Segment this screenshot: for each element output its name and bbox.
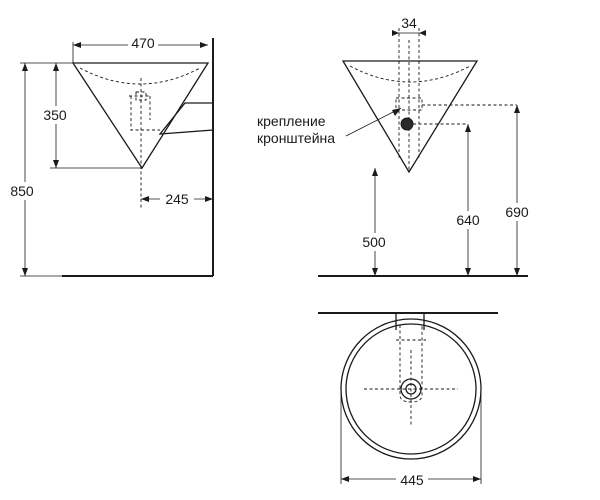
dim-bowl-depth: 350 <box>43 107 67 123</box>
side-drain-dashed <box>129 95 160 131</box>
dim-total-height: 850 <box>10 183 34 199</box>
dim-bracket-height: 640 <box>456 212 480 228</box>
bracket-label-line1: крепление <box>257 113 326 129</box>
side-bracket <box>158 102 214 135</box>
dim-drain-width: 34 <box>401 15 417 31</box>
bracket-label-line2: кронштейна <box>257 130 335 146</box>
dim-diameter: 445 <box>400 472 424 488</box>
dim-top-height: 690 <box>505 204 529 220</box>
front-view: 34 крепление кронштейна 500 640 690 <box>257 15 536 277</box>
dim-mount-height: 500 <box>362 234 386 250</box>
front-cone-outline <box>341 60 479 174</box>
top-inner-circle <box>345 323 477 455</box>
front-basin-curve <box>349 65 471 83</box>
dim-top-width: 470 <box>131 35 155 51</box>
side-basin-curve <box>79 67 201 85</box>
side-drain-cap <box>135 91 147 101</box>
front-drain-cap <box>395 97 423 111</box>
top-view: 445 <box>318 312 498 488</box>
dim-bracket-offset: 245 <box>165 191 189 207</box>
side-view: 470 350 850 245 <box>4 35 214 277</box>
side-cone-outline <box>71 62 210 170</box>
bracket-mount-hole <box>400 117 414 131</box>
bracket-leader-line <box>345 107 402 137</box>
